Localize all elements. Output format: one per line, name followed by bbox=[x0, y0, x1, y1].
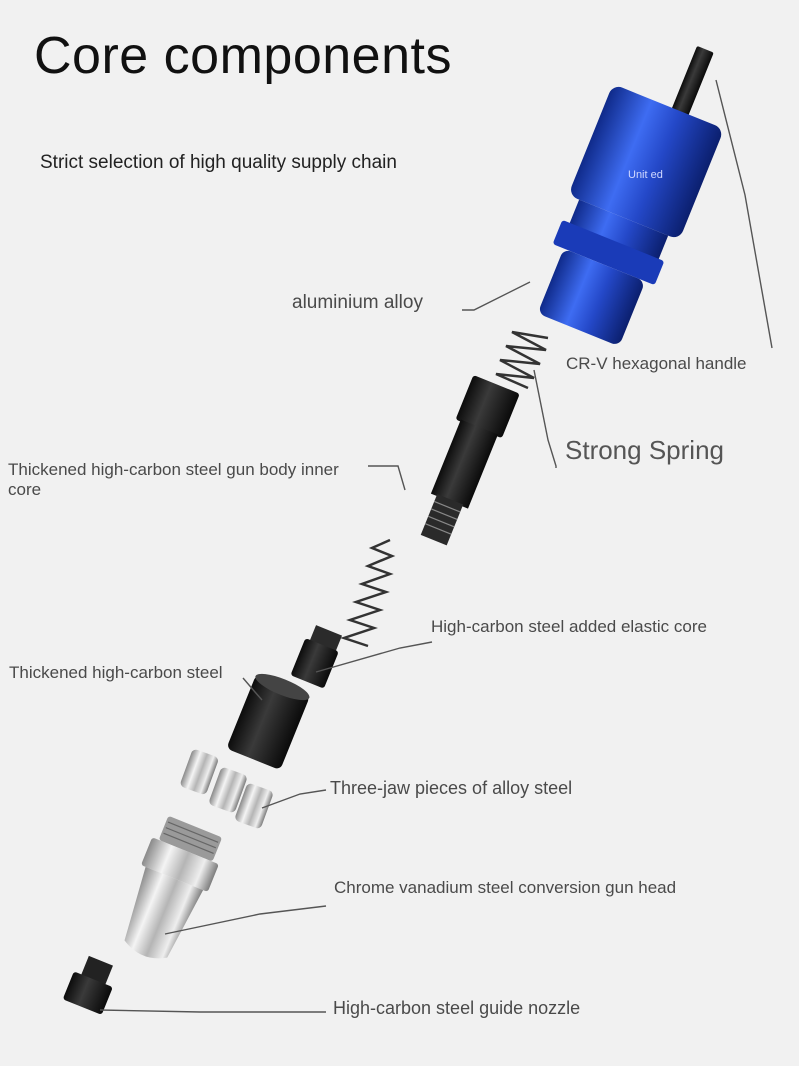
label-gun-head: Chrome vanadium steel conversion gun hea… bbox=[334, 878, 677, 897]
label-elastic-core: High-carbon steel added elastic core bbox=[431, 617, 707, 636]
aluminium-body bbox=[539, 86, 722, 344]
leader-gun-body bbox=[368, 465, 406, 491]
long-spring bbox=[340, 538, 396, 648]
leader-head bbox=[164, 905, 327, 935]
label-strong-spring: Strong Spring bbox=[565, 435, 724, 465]
steel-sleeve bbox=[228, 673, 310, 769]
guide-nozzle bbox=[63, 955, 113, 1015]
small-spring bbox=[495, 330, 549, 390]
page-subtitle: Strict selection of high quality supply … bbox=[40, 152, 397, 173]
page-title: Core components bbox=[34, 27, 452, 85]
leader-elastic bbox=[315, 641, 433, 673]
elastic-core bbox=[291, 625, 343, 688]
label-gun-body-inner-core: Thickened high-carbon steel gun body inn… bbox=[8, 460, 339, 499]
label-crv-hexagonal-handle: CR-V hexagonal handle bbox=[566, 354, 747, 373]
label-aluminium-alloy: aluminium alloy bbox=[292, 292, 423, 313]
leader-thick bbox=[242, 677, 263, 701]
three-jaw-pieces bbox=[180, 749, 273, 829]
brand-mark: Unit ed bbox=[628, 169, 663, 181]
leader-jaw bbox=[261, 789, 327, 809]
label-three-jaw-pieces: Three-jaw pieces of alloy steel bbox=[330, 778, 573, 798]
leader-spring bbox=[533, 369, 557, 468]
leader-crv bbox=[715, 79, 773, 349]
gun-body-inner-core bbox=[420, 375, 519, 546]
leader-lines bbox=[99, 79, 773, 1013]
leader-aluminium bbox=[462, 281, 531, 311]
hex-handle-shaft bbox=[667, 46, 714, 127]
label-thickened-steel: Thickened high-carbon steel bbox=[9, 663, 223, 682]
leader-nozzle bbox=[99, 1009, 326, 1013]
label-guide-nozzle: High-carbon steel guide nozzle bbox=[333, 998, 581, 1018]
chrome-gun-head bbox=[124, 816, 222, 959]
